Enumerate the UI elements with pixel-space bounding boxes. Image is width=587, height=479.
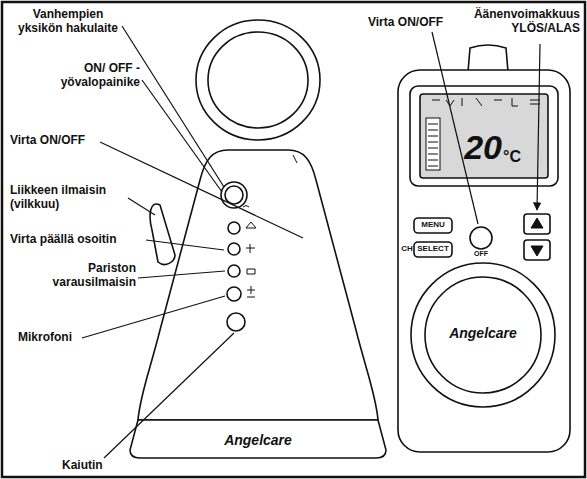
baby-unit [130,20,386,458]
parent-unit [398,45,570,452]
arrow-icons [531,218,543,256]
part-label: Mikrofoni [18,331,98,345]
pager-button [221,182,247,208]
brand-logo: Angelcare [200,432,316,448]
button-text: MENU [414,220,452,229]
button-text: CH [400,244,414,253]
lcd-display [420,94,548,178]
microphone [227,287,241,301]
part-label: Liikkeen ilmaisin (vilkkuu) [10,184,126,212]
speaker [227,313,245,331]
left-wing [150,204,175,264]
parent-housing [398,70,570,452]
ring-hole [208,32,308,128]
level-bar [426,118,440,170]
brand-logo: Angelcare [425,325,541,341]
lcd-unit: °C [503,148,533,166]
led [228,222,240,234]
part-label: Virta ON/OFF [368,16,468,30]
lcd-temperature: 20 [452,128,502,167]
level-segments [428,124,438,166]
unit-body [138,150,378,420]
part-label: Pariston varausilmaisin [40,262,136,290]
part-label: ON/ OFF - yövalopainike [40,62,140,90]
small-icons [243,155,297,207]
unit-base [130,420,386,458]
display-frame [410,86,558,186]
part-label: Kaiutin [62,459,122,473]
part-label: Virta päällä osoitin [10,233,150,247]
speaker-grille-outer [411,263,555,407]
power-button [470,227,492,249]
part-label: Äänenvoimakkuus YLÖS/ALAS [466,8,580,36]
select-button [414,242,452,257]
speaker-grille [425,277,541,393]
leader-lines [82,26,540,458]
button-text: SELECT [414,244,452,253]
indicator-icons [246,222,256,297]
antenna [468,45,508,72]
menu-button [414,218,452,233]
hanging-ring [196,20,320,140]
led [228,265,240,277]
button-text: OFF [466,250,496,258]
part-label: Vanhempien yksikön hakulaite [12,8,124,36]
pager-button-inner [225,186,243,204]
part-label: Virta ON/OFF [10,134,110,148]
led [228,243,240,255]
